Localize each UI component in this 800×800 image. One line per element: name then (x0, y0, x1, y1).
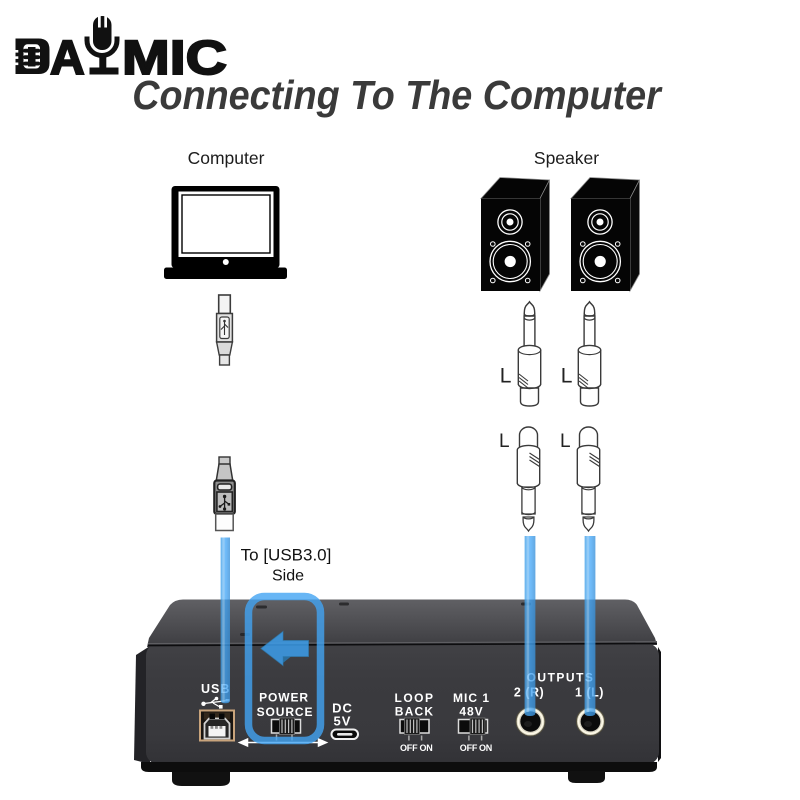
svg-text:To [USB3.0]: To [USB3.0] (241, 545, 332, 564)
svg-text:Speaker: Speaker (534, 148, 599, 168)
svg-text:SOURCE: SOURCE (257, 705, 314, 719)
svg-text:OUTPUTS: OUTPUTS (527, 670, 595, 684)
svg-text:48V: 48V (459, 705, 483, 719)
svg-text:Connecting To The Computer: Connecting To The Computer (132, 73, 663, 119)
svg-text:Computer: Computer (188, 148, 265, 168)
svg-text:L: L (561, 365, 573, 388)
svg-text:Side: Side (272, 568, 304, 585)
svg-text:L: L (499, 431, 510, 452)
svg-text:DC: DC (332, 701, 353, 716)
svg-text:L: L (560, 431, 571, 452)
svg-text:ON: ON (419, 743, 432, 753)
svg-text:ON: ON (479, 743, 492, 753)
svg-text:L: L (500, 365, 512, 388)
svg-text:OFF: OFF (460, 743, 478, 753)
svg-text:OFF: OFF (400, 743, 418, 753)
svg-text:MIC 1: MIC 1 (453, 691, 490, 705)
svg-text:POWER: POWER (259, 691, 309, 705)
svg-text:5V: 5V (334, 714, 352, 729)
svg-text:MIC: MIC (122, 32, 227, 85)
svg-text:A: A (50, 32, 85, 85)
svg-text:BACK: BACK (395, 705, 434, 719)
svg-text:LOOP: LOOP (394, 691, 434, 705)
